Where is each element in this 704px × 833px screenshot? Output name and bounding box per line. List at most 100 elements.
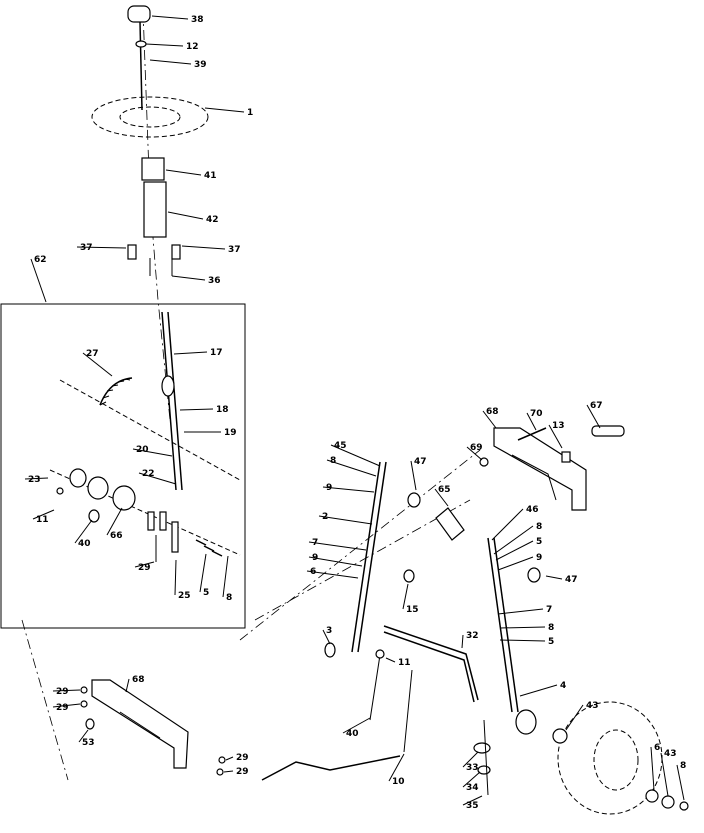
support-bracket-68: [493, 427, 587, 511]
bracket-slot: [511, 454, 557, 501]
shaft-top: [139, 21, 143, 111]
leader-line: [145, 43, 184, 47]
leader-line: [32, 509, 55, 520]
callout-number: 43: [586, 701, 599, 711]
callout-number: 5: [548, 637, 554, 647]
leader-line: [149, 59, 192, 65]
callout-number: 4: [560, 681, 566, 691]
steering-shaft-42: [143, 181, 167, 238]
bushing-66: [112, 485, 136, 511]
leader-line: [499, 626, 546, 629]
lower-bracket-slot: [119, 711, 161, 739]
steering-wheel-hub: [119, 106, 181, 128]
leader-line: [493, 525, 534, 555]
leader-line: [151, 15, 189, 20]
callout-number: 17: [210, 348, 223, 358]
pin-37-left: [127, 244, 137, 260]
bushing-53: [85, 718, 95, 730]
leader-line: [565, 704, 584, 731]
callout-number: 65: [438, 485, 451, 495]
leader-line: [330, 444, 381, 467]
steering-axis-line: [142, 9, 171, 421]
leader-line: [434, 488, 449, 507]
leader-line: [497, 608, 544, 615]
gear-sector-27: [99, 377, 133, 406]
steering-shaft-17: [161, 311, 177, 491]
washer-12: [135, 40, 147, 48]
callout-number: 27: [86, 349, 99, 359]
spacer-25: [171, 521, 179, 553]
leader-line: [466, 446, 483, 461]
leader-line: [545, 575, 563, 580]
ball-joint-15: [403, 569, 415, 583]
leader-line: [134, 561, 155, 568]
callout-number: 47: [414, 457, 427, 467]
leader-line: [308, 541, 367, 551]
callout-number: 8: [548, 623, 554, 633]
bushing-11: [375, 649, 385, 659]
callout-number: 40: [78, 539, 91, 549]
callout-number: 41: [204, 171, 217, 181]
leader-line: [165, 169, 202, 176]
leader-line: [52, 689, 81, 692]
callout-number: 18: [216, 405, 229, 415]
cap-8: [679, 801, 689, 811]
callout-number: 8: [330, 456, 336, 466]
callout-number: 35: [466, 801, 479, 811]
callout-number: 9: [536, 553, 542, 563]
washers-5: [195, 539, 223, 557]
callout-number: 8: [536, 522, 542, 532]
callout-number: 25: [178, 591, 191, 601]
leader-line: [519, 684, 558, 697]
leader-line: [548, 424, 563, 449]
callout-number: 9: [326, 483, 332, 493]
callout-number: 2: [322, 512, 328, 522]
leader-line: [74, 519, 93, 544]
leader-line: [82, 352, 113, 377]
callout-number: 47: [565, 575, 578, 585]
spacer-b: [159, 511, 167, 531]
callout-number: 43: [664, 749, 677, 759]
tie-rod-32: [383, 625, 479, 701]
leader-line: [660, 752, 669, 797]
pivot-link-65: [435, 507, 465, 541]
leader-line: [402, 583, 409, 610]
clip-13: [561, 451, 571, 463]
callout-number: 6: [654, 743, 660, 753]
leader-line: [318, 515, 373, 525]
leader-line: [326, 459, 377, 477]
spacer-a: [147, 511, 155, 531]
leader-line: [462, 751, 479, 768]
callout-number: 39: [194, 60, 207, 70]
leader-line: [76, 246, 127, 249]
callout-number: 66: [110, 531, 123, 541]
leader-line: [138, 472, 177, 485]
bushing-23: [69, 468, 87, 488]
tie-rod-32b: [383, 631, 475, 703]
callout-number: 42: [206, 215, 219, 225]
leader-line: [78, 729, 89, 743]
leader-lines: [24, 15, 685, 806]
drag-link-4b: [493, 537, 519, 713]
washer-43b: [661, 795, 675, 809]
leader-line: [495, 540, 534, 561]
callout-number: 36: [208, 276, 221, 286]
callout-number: 29: [236, 753, 249, 763]
bolt-70: [517, 427, 547, 441]
steering-shaft-17b: [167, 311, 183, 491]
axle-axis-line-2: [254, 499, 471, 621]
leader-line: [388, 753, 405, 782]
leader-line: [308, 556, 363, 567]
adapter-41: [141, 157, 165, 181]
washer-43: [552, 728, 568, 744]
bolt-35: [483, 719, 489, 796]
callout-number: 53: [82, 738, 95, 748]
callout-number: 68: [486, 407, 499, 417]
callout-number: 5: [536, 537, 542, 547]
callout-number: 8: [226, 593, 232, 603]
callout-number: 29: [56, 703, 69, 713]
washer-33: [473, 742, 491, 754]
leader-line: [385, 657, 396, 663]
